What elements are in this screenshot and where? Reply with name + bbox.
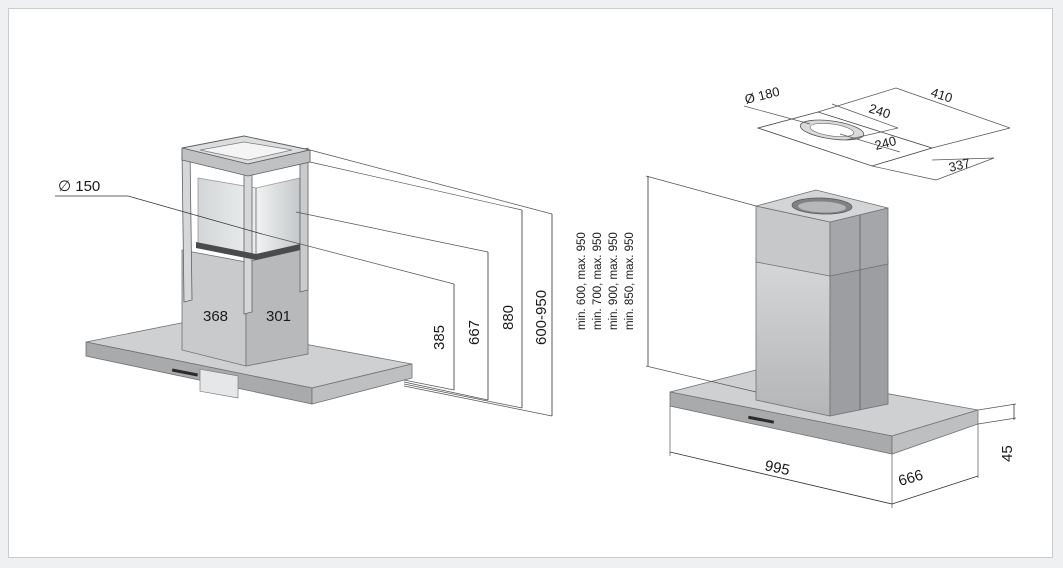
left-depth-label: 301 (266, 308, 291, 325)
plan-dim-240b: 240 (873, 133, 898, 153)
chimney-lower-side (829, 259, 889, 417)
left-glass-shelf (196, 242, 300, 260)
left-duct-callout: ∅ 150 (55, 178, 263, 235)
outlet-plan: Ø 180 410 240 240 337 (743, 84, 1011, 181)
height-385: 385 (431, 325, 448, 350)
height-range-list: min. 600, max. 950 min. 700, max. 950 mi… (576, 232, 636, 330)
left-control-strip (171, 368, 198, 377)
height-880: 880 (500, 305, 517, 330)
left-duct-label: ∅ 150 (58, 178, 100, 195)
left-height-dimensions: 385 667 880 600-950 (261, 149, 553, 417)
left-frame-post-1 (181, 149, 193, 303)
left-frame-post-3 (299, 147, 309, 293)
plan-dim-410: 410 (929, 85, 954, 106)
right-control-strip (748, 415, 775, 424)
plan-dim-337: 337 (947, 155, 972, 175)
left-motor-side (245, 247, 309, 367)
left-canopy-side (311, 363, 413, 405)
right-hood-assembly (669, 189, 979, 455)
right-dimensions: 995 666 45 (645, 175, 1017, 508)
range-4: min. 850, max. 950 (624, 232, 636, 330)
chimney-lower-front (755, 257, 831, 417)
left-width-label: 368 (203, 308, 228, 325)
left-frame-post-2 (243, 163, 253, 315)
plan-dim-240a: 240 (867, 101, 892, 122)
height-600-950: 600-950 (533, 290, 550, 345)
left-motor-vent (199, 368, 239, 399)
right-thickness-label: 45 (999, 445, 1016, 462)
left-frame-top-inner (199, 141, 293, 161)
outlet-diameter-label: Ø 180 (743, 84, 781, 107)
range-2: min. 700, max. 950 (592, 232, 604, 330)
range-3: min. 900, max. 950 (608, 232, 620, 330)
right-depth-label: 666 (896, 467, 925, 490)
left-hood-assembly: 368 301 (85, 135, 413, 405)
right-width-label: 995 (763, 457, 791, 479)
height-667: 667 (466, 320, 483, 345)
range-1: min. 600, max. 950 (576, 232, 588, 330)
